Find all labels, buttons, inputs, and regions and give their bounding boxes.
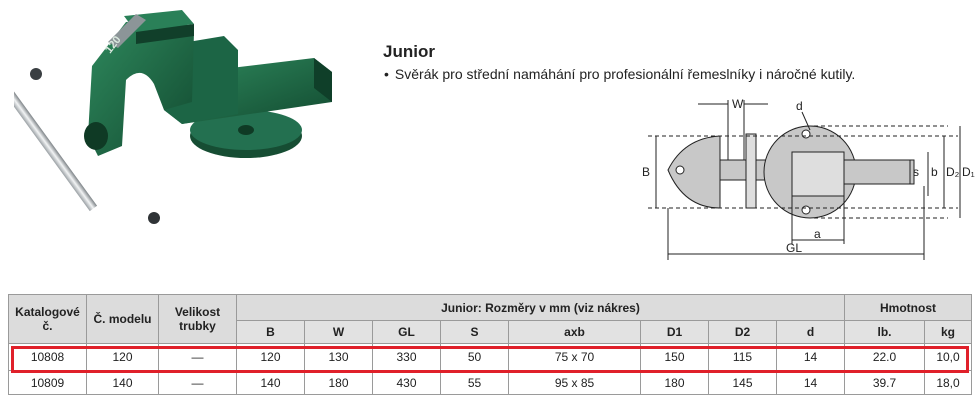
cell-kg: 18,0 [924, 370, 972, 395]
product-description: • Svěrák pro střední namáhání pro profesi… [384, 66, 855, 82]
cell-W: 130 [304, 343, 373, 371]
cell-GL: 330 [372, 343, 441, 371]
header-weight: Hmotnost [844, 294, 972, 321]
header-dimensions: Junior: Rozměry v mm (viz nákres) [236, 294, 845, 321]
cell-lb: 39.7 [844, 370, 925, 395]
subheader-D2: D2 [708, 320, 777, 344]
cell-S: 55 [440, 370, 509, 395]
cell-model: 120 [86, 343, 159, 371]
cell-D2: 145 [708, 370, 777, 395]
header-pipe: Velikost trubky [158, 294, 237, 344]
vise-photo: 120 [14, 10, 332, 224]
cell-GL: 430 [372, 370, 441, 395]
cell-catalog: 10809 [8, 370, 87, 395]
label-D1: D₁ [962, 165, 975, 179]
cell-catalog: 10808 [8, 343, 87, 371]
subheader-axb: axb [508, 320, 641, 344]
cell-d: 14 [776, 343, 845, 371]
cell-D2: 115 [708, 343, 777, 371]
cell-S: 50 [440, 343, 509, 371]
subheader-B: B [236, 320, 305, 344]
cell-axb: 95 x 85 [508, 370, 641, 395]
label-B: B [642, 165, 650, 179]
spec-table: Katalogové č. Č. modelu Velikost trubky … [8, 294, 972, 395]
subheader-GL: GL [372, 320, 441, 344]
label-d: d [796, 99, 803, 113]
subheader-S: S [440, 320, 509, 344]
subheader-kg: kg [924, 320, 972, 344]
subheader-lb: lb. [844, 320, 925, 344]
cell-D1: 180 [640, 370, 709, 395]
header-catalog: Katalogové č. [8, 294, 87, 344]
label-GL: GL [786, 241, 802, 255]
table-row: 10808 120 — 120 130 330 50 75 x 70 150 1… [8, 343, 972, 371]
subheader-W: W [304, 320, 373, 344]
subheader-D1: D1 [640, 320, 709, 344]
cell-B: 140 [236, 370, 305, 395]
cell-B: 120 [236, 343, 305, 371]
cell-d: 14 [776, 370, 845, 395]
header-model: Č. modelu [86, 294, 159, 344]
cell-kg: 10,0 [924, 343, 972, 371]
dimension-drawing: W d B s b D₂ D₁ a GL [642, 97, 975, 260]
label-a: a [814, 227, 821, 241]
cell-lb: 22.0 [844, 343, 925, 371]
cell-axb: 75 x 70 [508, 343, 641, 371]
product-description-text: Svěrák pro střední namáhání pro profesio… [394, 66, 856, 82]
cell-W: 180 [304, 370, 373, 395]
label-D2: D₂ [946, 165, 960, 179]
subheader-d: d [776, 320, 845, 344]
label-W: W [732, 97, 744, 111]
label-s: s [913, 165, 919, 179]
label-b: b [931, 165, 938, 179]
product-title: Junior [383, 42, 435, 61]
cell-D1: 150 [640, 343, 709, 371]
table-row: 10809 140 — 140 180 430 55 95 x 85 180 1… [8, 370, 972, 395]
cell-pipe: — [158, 370, 237, 395]
cell-model: 140 [86, 370, 159, 395]
bullet-dot: • [384, 66, 389, 82]
cell-pipe: — [158, 343, 237, 371]
